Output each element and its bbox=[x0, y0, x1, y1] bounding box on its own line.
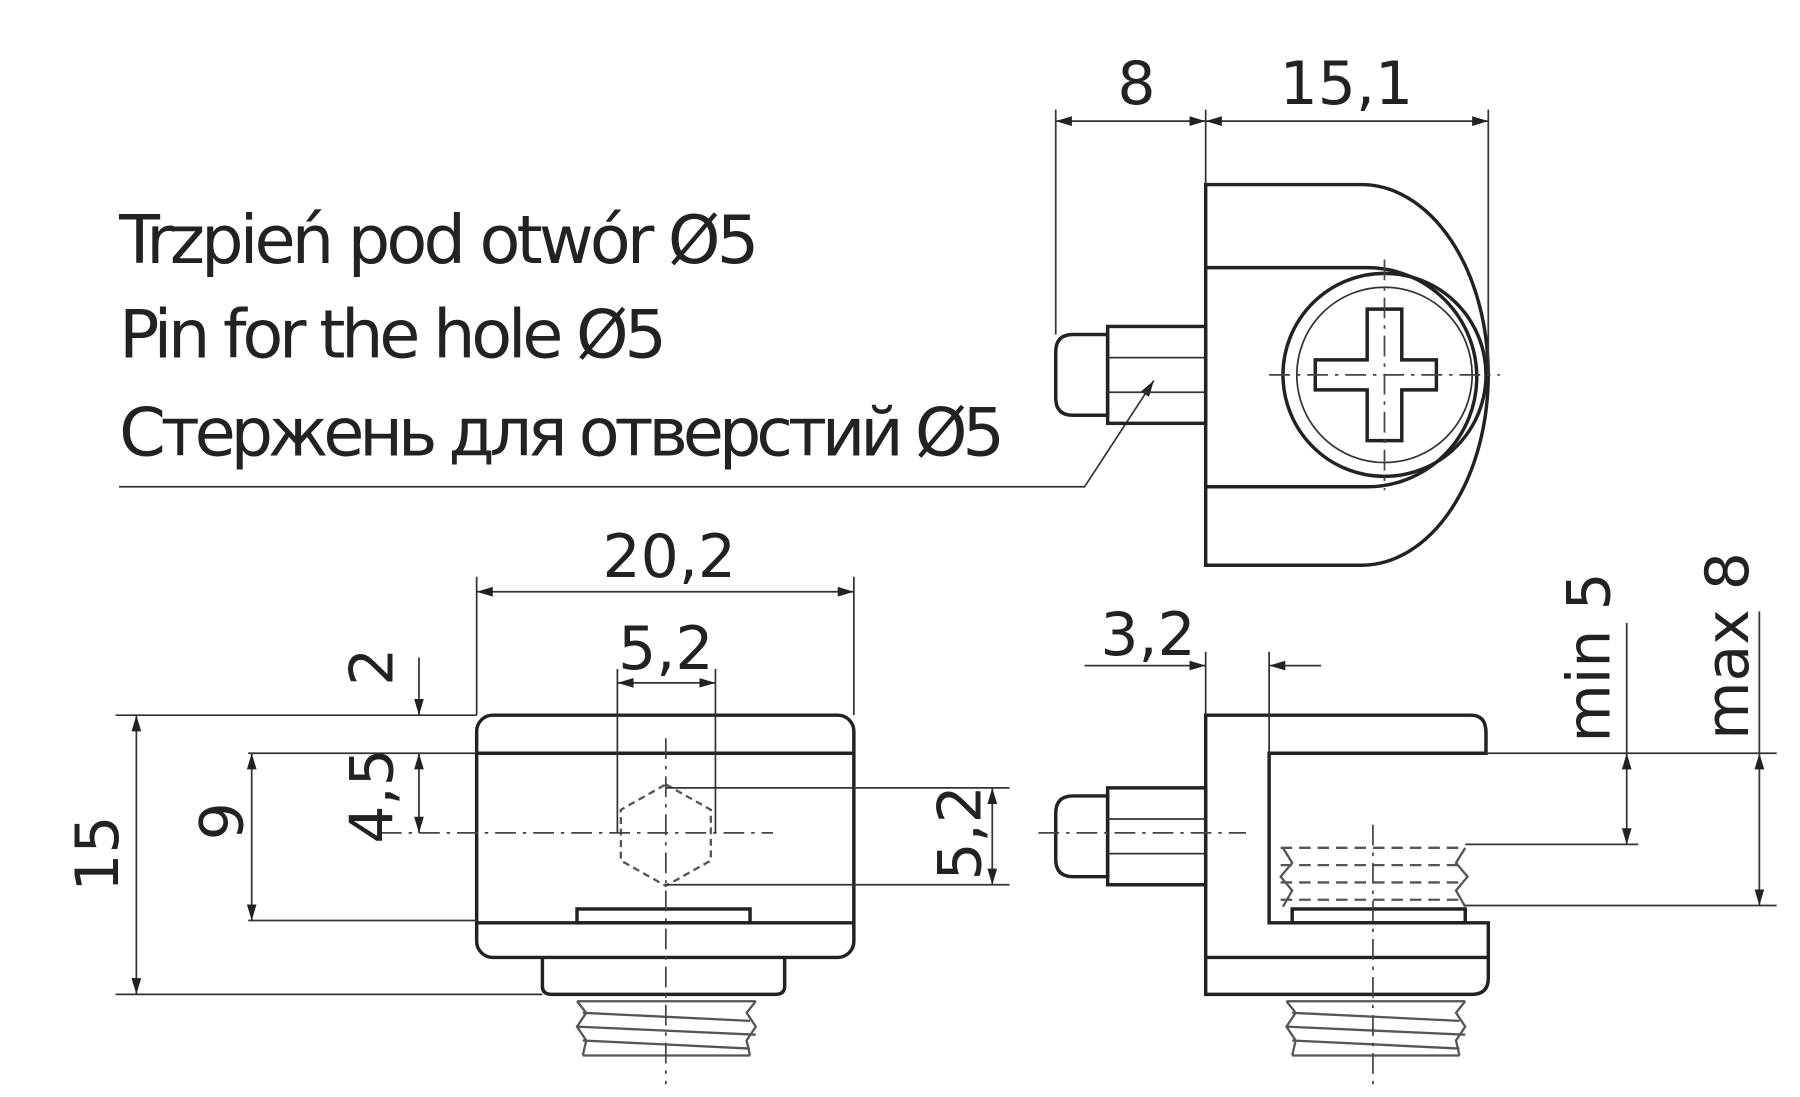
top-view: 8 15,1 bbox=[1053, 49, 1500, 567]
phillips-cross-icon bbox=[1313, 307, 1439, 443]
caption-english: Pin for the hole Ø5 bbox=[119, 296, 667, 374]
caption-russian: Стержень для отверстий Ø5 bbox=[119, 394, 1005, 472]
dim-front-inner-height: 9 bbox=[187, 802, 257, 840]
dim-body-width: 15,1 bbox=[1280, 49, 1414, 119]
dim-side-min: min 5 bbox=[1554, 572, 1624, 742]
front-view: 20,2 5,2 15 9 2 4,5 5,2 bbox=[63, 522, 1010, 1085]
dim-side-max: max 8 bbox=[1693, 552, 1763, 740]
dim-front-hole-height: 5,2 bbox=[926, 785, 996, 880]
side-view: 3,2 min 5 max 8 bbox=[1038, 552, 1777, 1091]
caption: Trzpień pod otwór Ø5 Pin for the hole Ø5… bbox=[118, 201, 1155, 488]
leader-line bbox=[119, 380, 1155, 488]
caption-polish: Trzpień pod otwór Ø5 bbox=[118, 201, 759, 279]
dim-pin-length: 8 bbox=[1117, 49, 1155, 119]
dim-front-hole-width: 5,2 bbox=[618, 614, 713, 684]
dim-front-width: 20,2 bbox=[603, 522, 737, 592]
dim-front-height: 15 bbox=[63, 815, 133, 891]
dim-front-hole-offset: 4,5 bbox=[337, 748, 407, 843]
dim-front-top-offset: 2 bbox=[337, 648, 407, 686]
dim-side-wall: 3,2 bbox=[1100, 600, 1195, 670]
